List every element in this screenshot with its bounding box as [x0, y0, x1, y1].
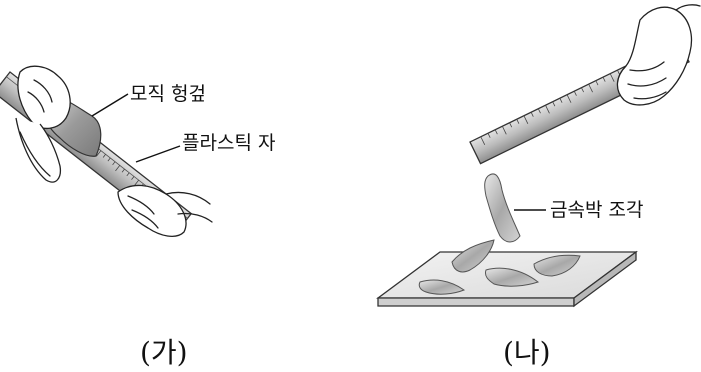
panel-b: 금속박 조각 (나)	[376, 4, 701, 369]
foil-piece-falling	[484, 173, 521, 243]
hand-b	[616, 4, 701, 106]
leader-cloth	[91, 93, 129, 117]
caption-a: (가)	[140, 336, 188, 369]
foil-piece-3	[533, 254, 581, 277]
label-metal-foil: 금속박 조각	[550, 199, 643, 221]
label-plastic-ruler: 플라스틱 자	[182, 132, 275, 154]
caption-b: (나)	[503, 336, 551, 369]
panel-a: 모직 헝겊 플라스틱 자 (가)	[0, 65, 275, 369]
leader-ruler	[135, 145, 181, 163]
foil-piece-1	[451, 239, 495, 273]
right-hand-a	[117, 184, 213, 238]
foil-piece-4	[418, 279, 466, 295]
left-hand-a	[15, 65, 71, 183]
foil-piece-2	[485, 267, 540, 287]
label-wool-cloth: 모직 헝겊	[130, 83, 206, 105]
